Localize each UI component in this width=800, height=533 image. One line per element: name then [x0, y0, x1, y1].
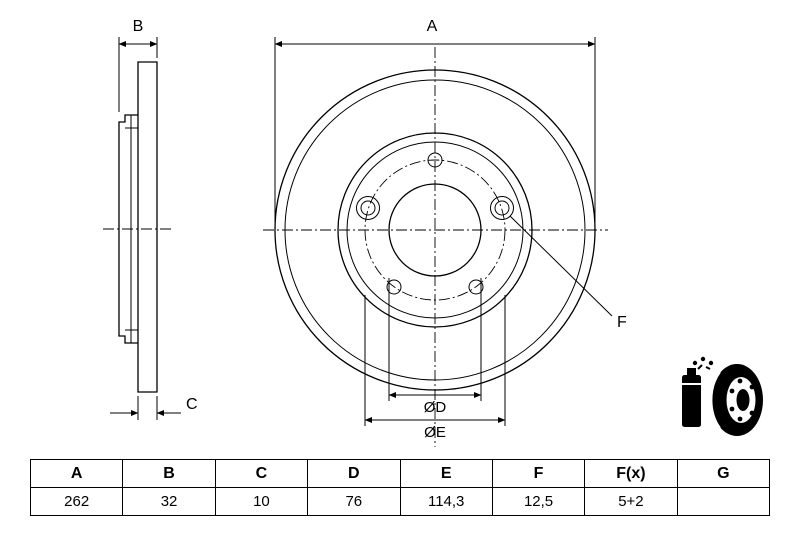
col-header-g: G: [676, 459, 771, 488]
dim-label-d: ØD: [424, 399, 447, 416]
col-header-b: B: [122, 459, 216, 488]
bolt-hole: [468, 279, 484, 295]
dim-label-f: F: [617, 314, 627, 331]
dimension-a: A: [274, 18, 596, 222]
dimension-d: ØD: [388, 278, 482, 416]
value-fx: 5+2: [584, 487, 678, 516]
spec-table-value-row: 262 32 10 76 114,3 12,5 5+2: [29, 487, 771, 516]
spec-table: A B C D E F F(x) G 262 32 10 76 114,3 12…: [29, 459, 771, 516]
dim-label-b: B: [133, 18, 144, 35]
col-header-f: F: [491, 459, 586, 488]
side-section-view: [103, 61, 172, 393]
screw-hole-right: [490, 196, 514, 220]
dimension-e: ØE: [364, 295, 506, 441]
col-header-fx: F(x): [584, 459, 678, 488]
bolt-hole: [386, 279, 402, 295]
leader-f: F: [509, 215, 627, 331]
value-b: 32: [122, 487, 216, 516]
value-a: 262: [29, 487, 124, 516]
col-header-a: A: [29, 459, 124, 488]
value-e: 114,3: [399, 487, 493, 516]
col-header-d: D: [307, 459, 401, 488]
front-view: [263, 47, 608, 447]
brake-disc-drawing: B C: [103, 18, 763, 447]
dim-label-a: A: [427, 18, 438, 35]
value-d: 76: [307, 487, 401, 516]
dimension-b: B: [118, 18, 158, 112]
brake-disc-icon: [682, 356, 763, 436]
col-header-e: E: [399, 459, 493, 488]
value-f: 12,5: [491, 487, 586, 516]
value-c: 10: [214, 487, 309, 516]
screw-hole-left: [356, 196, 380, 220]
dimension-c: C: [110, 396, 198, 420]
value-g: [676, 487, 771, 516]
dim-label-e: ØE: [424, 424, 446, 441]
spec-table-header-row: A B C D E F F(x) G: [29, 459, 771, 488]
col-header-c: C: [214, 459, 309, 488]
dim-label-c: C: [186, 396, 198, 413]
